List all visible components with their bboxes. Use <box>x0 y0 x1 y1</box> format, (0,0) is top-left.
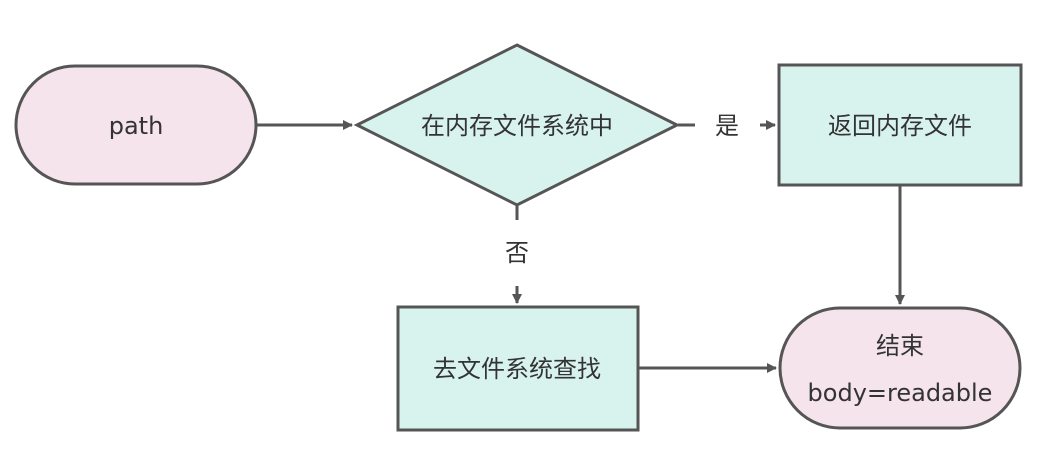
return-memory-file-label: 返回内存文件 <box>828 112 972 140</box>
decision-node: 在内存文件系统中 <box>353 43 681 207</box>
end-node: 结束 body=readable <box>778 306 1022 430</box>
return-memory-file-node: 返回内存文件 <box>777 63 1023 187</box>
start-node-label: path <box>109 112 164 140</box>
decision-node-label: 在内存文件系统中 <box>421 112 613 140</box>
search-filesystem-node: 去文件系统查找 <box>396 305 640 432</box>
start-node: path <box>14 64 258 186</box>
yes-label: 是 <box>715 112 739 140</box>
end-node-title: 结束 <box>876 332 924 360</box>
no-label: 否 <box>505 239 529 267</box>
end-node-subtitle: body=readable <box>808 379 993 407</box>
search-filesystem-label: 去文件系统查找 <box>433 355 601 383</box>
